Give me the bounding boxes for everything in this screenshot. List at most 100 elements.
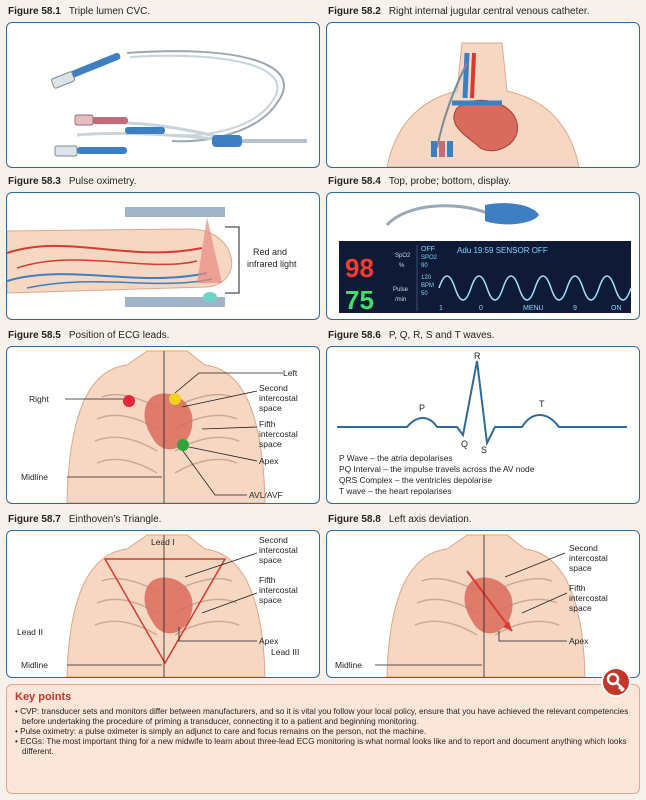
wave-label-r: R: [474, 351, 481, 361]
figure-title: Top, probe; bottom, display.: [388, 176, 511, 187]
figure-panel: Lead I Lead II Lead III Second intercost…: [6, 530, 320, 678]
pulse-unit: /min: [395, 297, 406, 303]
figure-title: Left axis deviation.: [388, 514, 472, 525]
label-fifth-space: Fifth: [569, 583, 586, 593]
label-right: Right: [29, 394, 49, 404]
label-midline: Midline: [21, 660, 48, 670]
wave-label-t: T: [539, 399, 545, 409]
label-lead-ii: Lead II: [17, 627, 43, 637]
spo2-value: 98: [345, 253, 374, 283]
monitor-bottom-item: 1: [439, 305, 443, 312]
wave-label-p: P: [419, 403, 425, 413]
label-second-space: Second: [259, 383, 288, 393]
apex-electrode: [177, 439, 189, 451]
label-fifth-space: Fifth: [259, 575, 276, 585]
wave-legend-item: PQ Interval – the impulse travels across…: [339, 464, 535, 474]
figure-caption: Figure 58.1 Triple lumen CVC.: [8, 6, 150, 18]
figure-panel: [6, 22, 320, 168]
figure-panel: 98 75 SpO2 % Pulse /min OFF SPO2 90 120 …: [326, 192, 640, 320]
left-electrode: [169, 393, 181, 405]
monitor-status-bar: Adu 19:59 SENSOR OFF: [457, 246, 548, 255]
figure-number: Figure 58.6: [328, 330, 381, 341]
ecg-trace: [337, 360, 627, 447]
label-second-space: Second: [259, 535, 288, 545]
monitor-bottom-item: 9: [573, 305, 577, 312]
left-axis-deviation-illustration: Second intercostal space Fifth intercost…: [335, 534, 608, 677]
monitor-col-text: BPM: [421, 283, 434, 289]
label-lead-i: Lead I: [151, 537, 175, 547]
figure-title: P, Q, R, S and T waves.: [388, 330, 495, 341]
oximetry-label-line2: infrared light: [247, 259, 297, 269]
oximeter-display: 98 75 SpO2 % Pulse /min OFF SPO2 90 120 …: [339, 203, 632, 315]
label-midline: Midline: [335, 660, 362, 670]
key-points-box: Key points CVP: transducer sets and moni…: [6, 667, 640, 794]
monitor-col-text: OFF: [421, 246, 435, 253]
figure-number: Figure 58.4: [328, 176, 381, 187]
ecg-leads-illustration: Left Right Second intercostal space Fift…: [21, 350, 298, 503]
label-apex: Apex: [569, 636, 589, 646]
figure-number: Figure 58.2: [328, 6, 381, 17]
label-fifth-space: intercostal: [569, 593, 608, 603]
figure-panel: Red and infrared light: [6, 192, 320, 320]
figure-number: Figure 58.7: [8, 514, 61, 525]
label-second-space: intercostal: [259, 393, 298, 403]
label-fifth-space: space: [259, 595, 282, 605]
wave-label-q: Q: [461, 439, 468, 449]
figure-panel: Left Right Second intercostal space Fift…: [6, 346, 320, 504]
einthoven-triangle-illustration: Lead I Lead II Lead III Second intercost…: [17, 534, 299, 677]
label-fifth-space: space: [259, 439, 282, 449]
label-second-space: space: [569, 563, 592, 573]
label-avl-avf: AVL/AVF: [249, 490, 283, 500]
oximetry-label-line1: Red and: [253, 247, 287, 257]
figure-panel: P Q R S T P Wave – the atria depolarises…: [326, 346, 640, 504]
key-point-item: Pulse oximetry: a pulse oximeter is simp…: [15, 727, 631, 737]
wave-legend-item: P Wave – the atria depolarises: [339, 453, 453, 463]
figure-title: Triple lumen CVC.: [68, 6, 151, 17]
key-points-list: CVP: transducer sets and monitors differ…: [15, 707, 631, 757]
monitor-col-text: 90: [421, 263, 428, 269]
label-second-space: space: [259, 403, 282, 413]
wave-legend-item: QRS Complex – the ventricles depolarise: [339, 475, 492, 485]
figure-title: Pulse oximetry.: [68, 176, 137, 187]
figure-caption: Figure 58.4 Top, probe; bottom, display.: [328, 176, 511, 188]
label-lead-iii: Lead III: [271, 647, 299, 657]
label-midline: Midline: [21, 472, 48, 482]
pulse-value: 75: [345, 285, 374, 315]
key-point-item: CVP: transducer sets and monitors differ…: [15, 707, 631, 727]
pulse-oximetry-illustration: Red and infrared light: [7, 207, 297, 307]
label-apex: Apex: [259, 456, 279, 466]
key-icon: [601, 667, 631, 697]
figure-number: Figure 58.1: [8, 6, 61, 17]
monitor-col-text: SPO2: [421, 255, 438, 261]
figure-number: Figure 58.3: [8, 176, 61, 187]
spo2-label: SpO2: [395, 253, 411, 259]
figure-title: Einthoven’s Triangle.: [68, 514, 162, 525]
figure-panel: Second intercostal space Fifth intercost…: [326, 530, 640, 678]
figure-title: Right internal jugular central venous ca…: [388, 6, 590, 17]
cvc-illustration: [51, 50, 307, 157]
axis-arrow: [466, 570, 513, 632]
label-apex: Apex: [259, 636, 279, 646]
key-point-item: ECGs: The most important thing for a new…: [15, 737, 631, 757]
einthoven-triangle: [103, 558, 227, 665]
monitor-col-text: 120: [421, 275, 432, 281]
monitor-bottom-item: 0: [479, 305, 483, 312]
monitor-menu-button[interactable]: MENU: [523, 305, 544, 312]
label-second-space: intercostal: [569, 553, 608, 563]
pulse-label: Pulse: [393, 287, 409, 293]
label-second-space: Second: [569, 543, 598, 553]
label-second-space: intercostal: [259, 545, 298, 555]
spo2-unit: %: [399, 263, 405, 269]
monitor-col-text: 50: [421, 291, 428, 297]
figure-number: Figure 58.5: [8, 330, 61, 341]
monitor-bottom-item: ON: [611, 305, 622, 312]
figure-caption: Figure 58.7 Einthoven’s Triangle.: [8, 514, 161, 526]
figure-panel: [326, 22, 640, 168]
right-electrode: [123, 395, 135, 407]
ecg-wave-diagram: P Q R S T P Wave – the atria depolarises…: [337, 351, 627, 496]
label-fifth-space: intercostal: [259, 585, 298, 595]
label-second-space: space: [259, 555, 282, 565]
